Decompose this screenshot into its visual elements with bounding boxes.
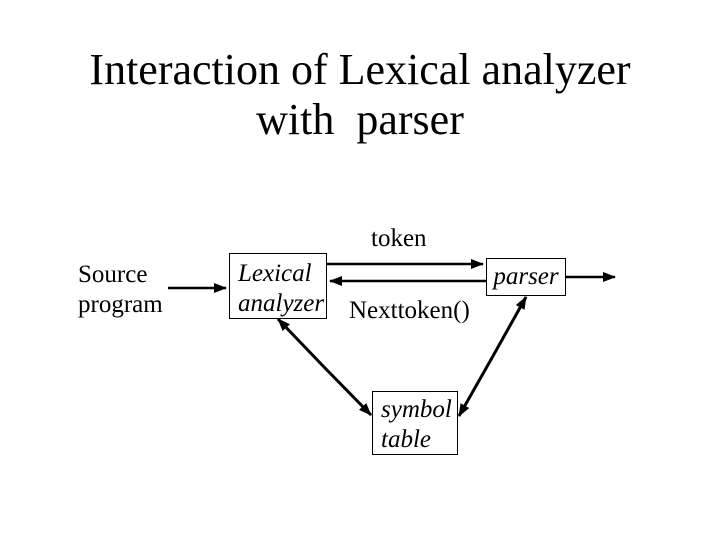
slide-title: Interaction of Lexical analyzer with par…: [89, 45, 631, 144]
lexical-symbol-arrow-up: [276, 317, 326, 369]
source-program-label: Source program: [78, 261, 163, 318]
parser-symbol-arrow-down: [457, 355, 495, 417]
token-label: token: [371, 225, 427, 252]
parser-box: parser: [486, 258, 566, 296]
parser-symbol-arrow-up: [491, 296, 528, 357]
lexical-analyzer-box: Lexical analyzer: [229, 253, 327, 319]
lexical-symbol-arrow-down: [322, 365, 373, 417]
symbol-table-box: symbol table: [372, 391, 458, 455]
nexttoken-label: Nexttoken(): [349, 297, 470, 324]
